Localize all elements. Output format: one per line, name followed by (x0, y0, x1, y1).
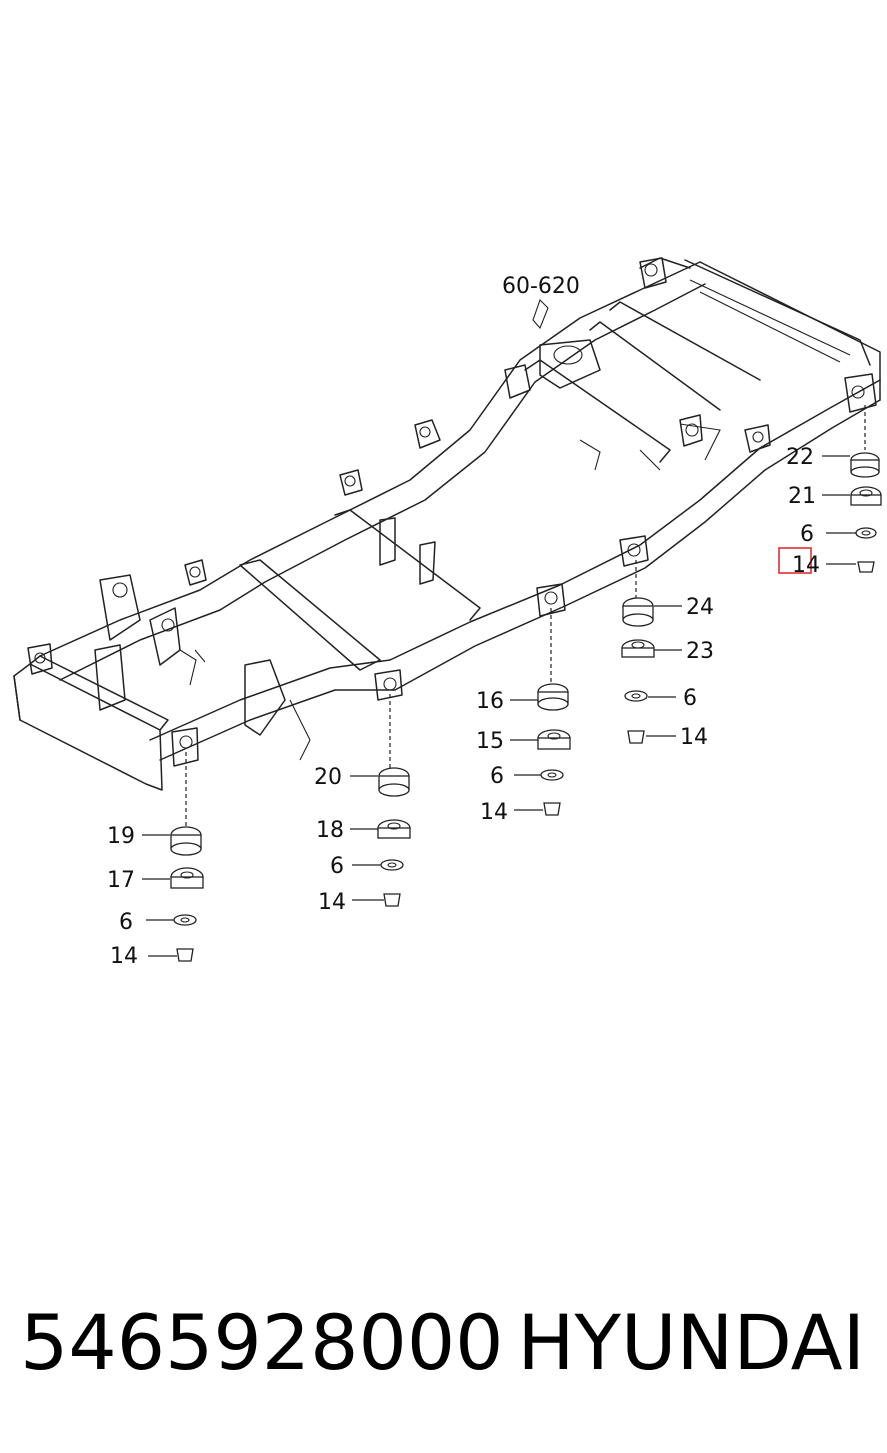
chassis-frame (13, 257, 881, 791)
callout-18[interactable]: 18 (316, 818, 344, 843)
brand-name: HYUNDAI (517, 1298, 865, 1387)
callout-14[interactable]: 14 (480, 800, 508, 825)
callout-19[interactable]: 19 (107, 824, 135, 849)
callout-14[interactable]: 14 (318, 890, 346, 915)
mount-stack-rear (822, 452, 882, 573)
callout-20[interactable]: 20 (314, 765, 342, 790)
callout-21[interactable]: 21 (788, 484, 816, 509)
callout-6[interactable]: 6 (119, 910, 133, 935)
footer: 5465928000 HYUNDAI (0, 1298, 887, 1388)
callout-22[interactable]: 22 (786, 445, 814, 470)
mount-stack-mid (510, 683, 571, 816)
callout-23[interactable]: 23 (686, 639, 714, 664)
mount-stack-front-mid (350, 767, 411, 907)
reference-label: 60-620 (502, 274, 580, 299)
callout-6[interactable]: 6 (490, 764, 504, 789)
callout-14[interactable]: 14 (110, 944, 138, 969)
callout-6[interactable]: 6 (683, 686, 697, 711)
callout-24[interactable]: 24 (686, 595, 714, 620)
mount-stack-mid-rear (621, 597, 682, 744)
callout-14-selected[interactable]: 14 (792, 553, 820, 578)
selection-highlight (778, 547, 812, 574)
callout-labels: 22 21 6 14 24 23 6 14 16 15 6 14 20 18 6… (107, 445, 820, 969)
mount-stack-front (142, 826, 204, 962)
callout-6[interactable]: 6 (800, 522, 814, 547)
callout-17[interactable]: 17 (107, 868, 135, 893)
callout-16[interactable]: 16 (476, 689, 504, 714)
callout-15[interactable]: 15 (476, 729, 504, 754)
callout-6[interactable]: 6 (330, 854, 344, 879)
mount-centerlines (185, 405, 866, 828)
part-number: 5465928000 (20, 1298, 504, 1387)
callout-14[interactable]: 14 (680, 725, 708, 750)
